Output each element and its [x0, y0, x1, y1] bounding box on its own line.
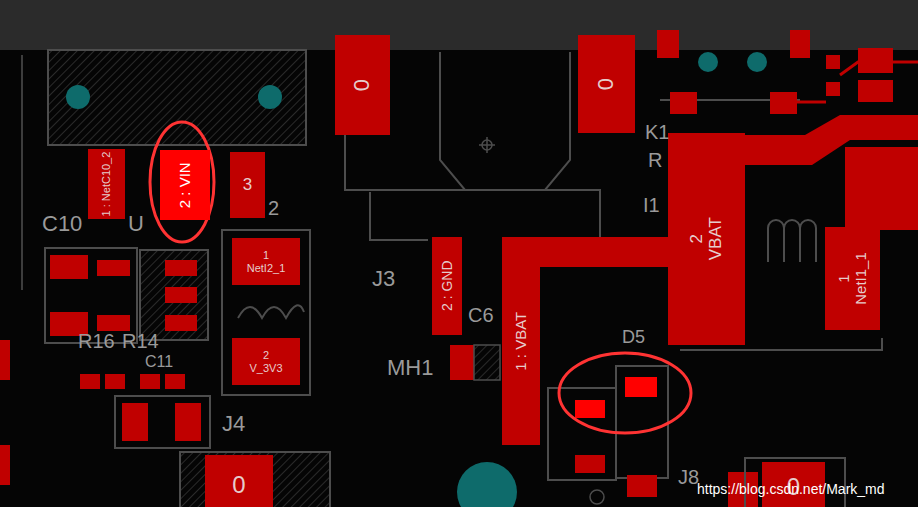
- pad-net-label: 3: [243, 176, 252, 195]
- smd-pad: [165, 374, 185, 389]
- pad-net-label: 1 NetI1_1: [836, 252, 869, 305]
- smd-pad: [826, 55, 840, 69]
- crosshair: [479, 137, 495, 153]
- inductor-symbol: [238, 305, 304, 318]
- smd-pad: 1 : VBAT: [502, 237, 540, 445]
- designator: C10: [42, 213, 82, 235]
- pad-net-label: 1 : NetC10_2: [100, 152, 112, 217]
- smd-pad: [790, 30, 810, 58]
- smd-pad: [97, 315, 130, 331]
- designator: R: [648, 150, 662, 170]
- smd-pad: [50, 255, 88, 279]
- silkscreen-outline: [474, 345, 500, 380]
- designator: I1: [643, 195, 660, 215]
- designator: K1: [645, 122, 669, 142]
- pad-net-label: 0: [232, 472, 245, 498]
- designator: U: [128, 213, 144, 235]
- mounting-hole: [457, 462, 517, 507]
- smd-pad: [0, 340, 10, 380]
- pad-net-label: 0: [594, 78, 618, 90]
- through-hole: [747, 52, 767, 72]
- smd-pad: [165, 260, 197, 276]
- silkscreen-outline: [370, 192, 428, 240]
- smd-pad: [175, 403, 201, 441]
- smd-pad: [450, 345, 474, 380]
- smd-pad: 1 : NetC10_2: [88, 149, 125, 220]
- silkscreen-outline: [222, 230, 310, 395]
- pad-net-label: 2 VBAT: [688, 217, 725, 260]
- smd-pad: [627, 475, 657, 497]
- smd-pad: 0: [335, 35, 390, 135]
- designator: R16: [78, 331, 115, 351]
- highlighted-pad: 2 : VIN: [160, 150, 210, 220]
- silkscreen-outline: [140, 250, 208, 340]
- smd-pad: [122, 403, 148, 441]
- designator: J3: [372, 268, 395, 290]
- smd-pad: [575, 455, 605, 473]
- pad-net-label: 2 : VIN: [177, 162, 194, 208]
- pad-net-label: 1 : VBAT: [513, 312, 530, 371]
- designator: 2: [268, 198, 279, 218]
- smd-pad: [845, 147, 918, 230]
- smd-pad: 2 : GND: [432, 237, 462, 335]
- smd-pad: 0: [578, 35, 635, 133]
- component-outline: [48, 50, 306, 145]
- smd-pad: [657, 30, 679, 58]
- smd-pad: [105, 374, 125, 389]
- silkscreen-line: [21, 55, 23, 290]
- smd-pad: 2 V_3V3: [232, 338, 300, 385]
- highlighted-pad: [625, 377, 657, 397]
- highlighted-pad: [575, 400, 605, 418]
- smd-pad: [165, 315, 197, 331]
- smd-pad: [858, 80, 893, 102]
- pad-net-label: 2 : GND: [439, 261, 454, 312]
- annotation-circle: [150, 122, 214, 242]
- through-hole: [258, 85, 282, 109]
- smd-pad: 3: [230, 152, 265, 218]
- smd-pad: [670, 92, 697, 114]
- designator: R14: [122, 331, 159, 351]
- copper-trace: [797, 62, 918, 102]
- watermark: https://blog.csdn.net/Mark_md: [697, 482, 885, 496]
- smd-pad: [165, 287, 197, 303]
- smd-pad: [0, 445, 10, 485]
- silkscreen-outline: [45, 248, 137, 343]
- smd-pad: [140, 374, 160, 389]
- top-bar: [0, 0, 918, 50]
- designator: MH1: [387, 357, 433, 379]
- designator: D5: [622, 328, 645, 346]
- designator: J8: [678, 467, 699, 487]
- silkscreen-outline: [115, 396, 210, 448]
- smd-pad: [770, 92, 797, 114]
- annotation-circle: [559, 353, 691, 433]
- silkscreen-outline: [616, 366, 668, 478]
- through-hole: [66, 85, 90, 109]
- silkscreen-outline: [345, 135, 600, 240]
- designator: J4: [222, 413, 245, 435]
- smd-pad: 1 NetI2_1: [232, 238, 300, 285]
- smd-pad: 2 VBAT: [668, 133, 745, 345]
- designator: C6: [468, 305, 494, 325]
- smd-pad: [80, 374, 100, 389]
- smd-pad: 1 NetI1_1: [825, 227, 880, 330]
- smd-pad: [97, 260, 130, 276]
- pad-net-label: 1 NetI2_1: [247, 249, 286, 273]
- through-hole: [698, 52, 718, 72]
- pad-net-label: 0: [350, 79, 374, 91]
- silkscreen-outline: [440, 52, 570, 190]
- pad-net-label: 2 V_3V3: [249, 349, 282, 373]
- silkscreen-mark: [590, 490, 604, 504]
- smd-pad: 0: [205, 455, 273, 507]
- silkscreen-outline: [548, 388, 616, 480]
- smd-pad: [826, 82, 840, 96]
- designator: C11: [145, 354, 173, 370]
- inductor-symbol: [768, 220, 816, 262]
